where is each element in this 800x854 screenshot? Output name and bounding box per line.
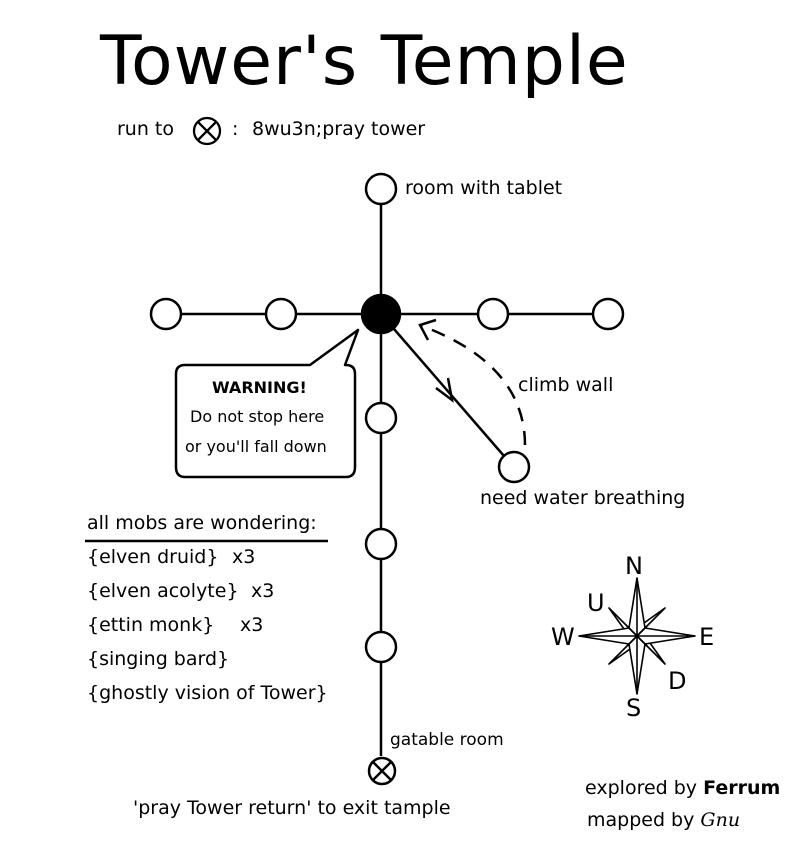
- credit-explorer-name: Ferrum: [703, 777, 781, 799]
- warning-bubble: [174, 328, 360, 479]
- compass-north: N: [625, 552, 643, 580]
- exit-note: 'pray Tower return' to exit tample: [133, 797, 451, 819]
- mob-item-name: {elven acolyte}: [87, 580, 239, 602]
- run-to-separator: :: [232, 118, 239, 140]
- credit-mapped-prefix: mapped by: [587, 809, 695, 831]
- room-south-3: [364, 630, 398, 664]
- credit-explored-prefix: explored by: [585, 777, 698, 799]
- room-tablet: [364, 172, 398, 206]
- mobs-header: all mobs are wondering:: [87, 512, 317, 534]
- compass-east: E: [699, 623, 715, 651]
- room-west-near: [264, 297, 298, 331]
- run-to-command: 8wu3n;pray tower: [252, 118, 426, 140]
- warning-title: WARNING!: [212, 378, 307, 397]
- mob-item-name: {singing bard}: [87, 648, 230, 670]
- arrowhead-climb: [418, 318, 437, 341]
- mob-item-count: x3: [251, 580, 275, 602]
- mob-item-count: x3: [232, 546, 256, 568]
- room-water: [497, 450, 531, 484]
- room-south-1: [364, 401, 398, 435]
- room-current: [360, 293, 402, 335]
- mob-item-name: {ghostly vision of Tower}: [87, 682, 328, 704]
- run-to-label: run to: [117, 118, 175, 140]
- credit-mapped: mapped by Gnu: [587, 809, 740, 831]
- compass-down: D: [668, 667, 687, 695]
- arrowhead-down: [435, 377, 454, 403]
- label-climb-wall: climb wall: [518, 374, 614, 396]
- credit-explored: explored by Ferrum: [585, 777, 780, 799]
- climb-path-dashed: [421, 324, 527, 446]
- page-title: Tower's Temple: [100, 22, 629, 101]
- warning-line-2: or you'll fall down: [185, 437, 327, 456]
- room-east-near: [476, 297, 510, 331]
- mob-item-name: {elven druid}: [87, 546, 219, 568]
- gatable-room-icon: [367, 756, 397, 786]
- label-room-tablet: room with tablet: [405, 177, 563, 199]
- compass-south: S: [626, 694, 642, 722]
- compass-rose-icon: [578, 577, 696, 695]
- room-east-far: [591, 297, 625, 331]
- room-west-far: [149, 297, 183, 331]
- label-water-breathing: need water breathing: [480, 487, 686, 509]
- credit-mapper-signature: Gnu: [700, 809, 741, 831]
- compass-west: W: [551, 623, 575, 651]
- label-gatable-room: gatable room: [390, 730, 504, 750]
- mob-item-name: {ettin monk}: [87, 614, 215, 636]
- mob-item-count: x3: [240, 614, 264, 636]
- crossed-circle-icon: [192, 116, 222, 146]
- room-south-2: [364, 527, 398, 561]
- warning-line-1: Do not stop here: [190, 407, 325, 426]
- path-down-diagonal: [393, 328, 505, 457]
- compass-up: U: [587, 589, 605, 617]
